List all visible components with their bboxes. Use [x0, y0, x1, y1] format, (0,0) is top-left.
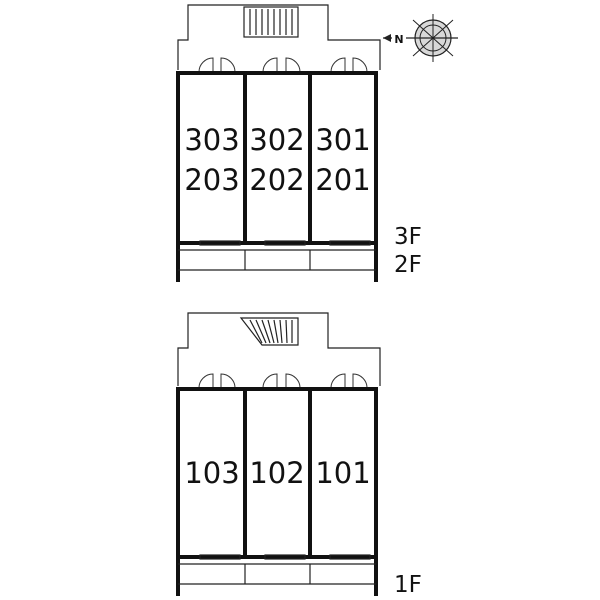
unit-label-202: 202 — [249, 163, 304, 197]
unit-label-303: 303 — [184, 123, 239, 157]
lower-balcony — [178, 554, 376, 585]
upper-exterior-outline — [177, 4, 381, 70]
upper-floor-plan: 303 203 302 202 301 201 3F 2F — [176, 4, 422, 282]
upper-stairs — [243, 6, 299, 38]
unit-label-203: 203 — [184, 163, 239, 197]
unit-label-301: 301 — [315, 123, 370, 157]
lower-doors — [198, 373, 368, 389]
upper-doors — [198, 57, 368, 73]
unit-label-102: 102 — [249, 456, 304, 490]
upper-walls — [176, 71, 378, 282]
unit-label-201: 201 — [315, 163, 370, 197]
lower-walls — [176, 387, 378, 596]
lower-floor-plan: 103 102 101 1F — [176, 312, 422, 598]
upper-balcony — [178, 240, 376, 271]
unit-label-302: 302 — [249, 123, 304, 157]
lower-stairs — [239, 317, 299, 346]
lower-exterior-outline — [177, 312, 381, 386]
compass-rose-icon: N — [383, 14, 458, 62]
floor-label-3f: 3F — [394, 224, 422, 250]
compass-north-letter: N — [394, 33, 403, 46]
floor-label-1f: 1F — [394, 572, 422, 598]
unit-label-103: 103 — [184, 456, 239, 490]
floor-label-2f: 2F — [394, 252, 422, 278]
unit-label-101: 101 — [315, 456, 370, 490]
